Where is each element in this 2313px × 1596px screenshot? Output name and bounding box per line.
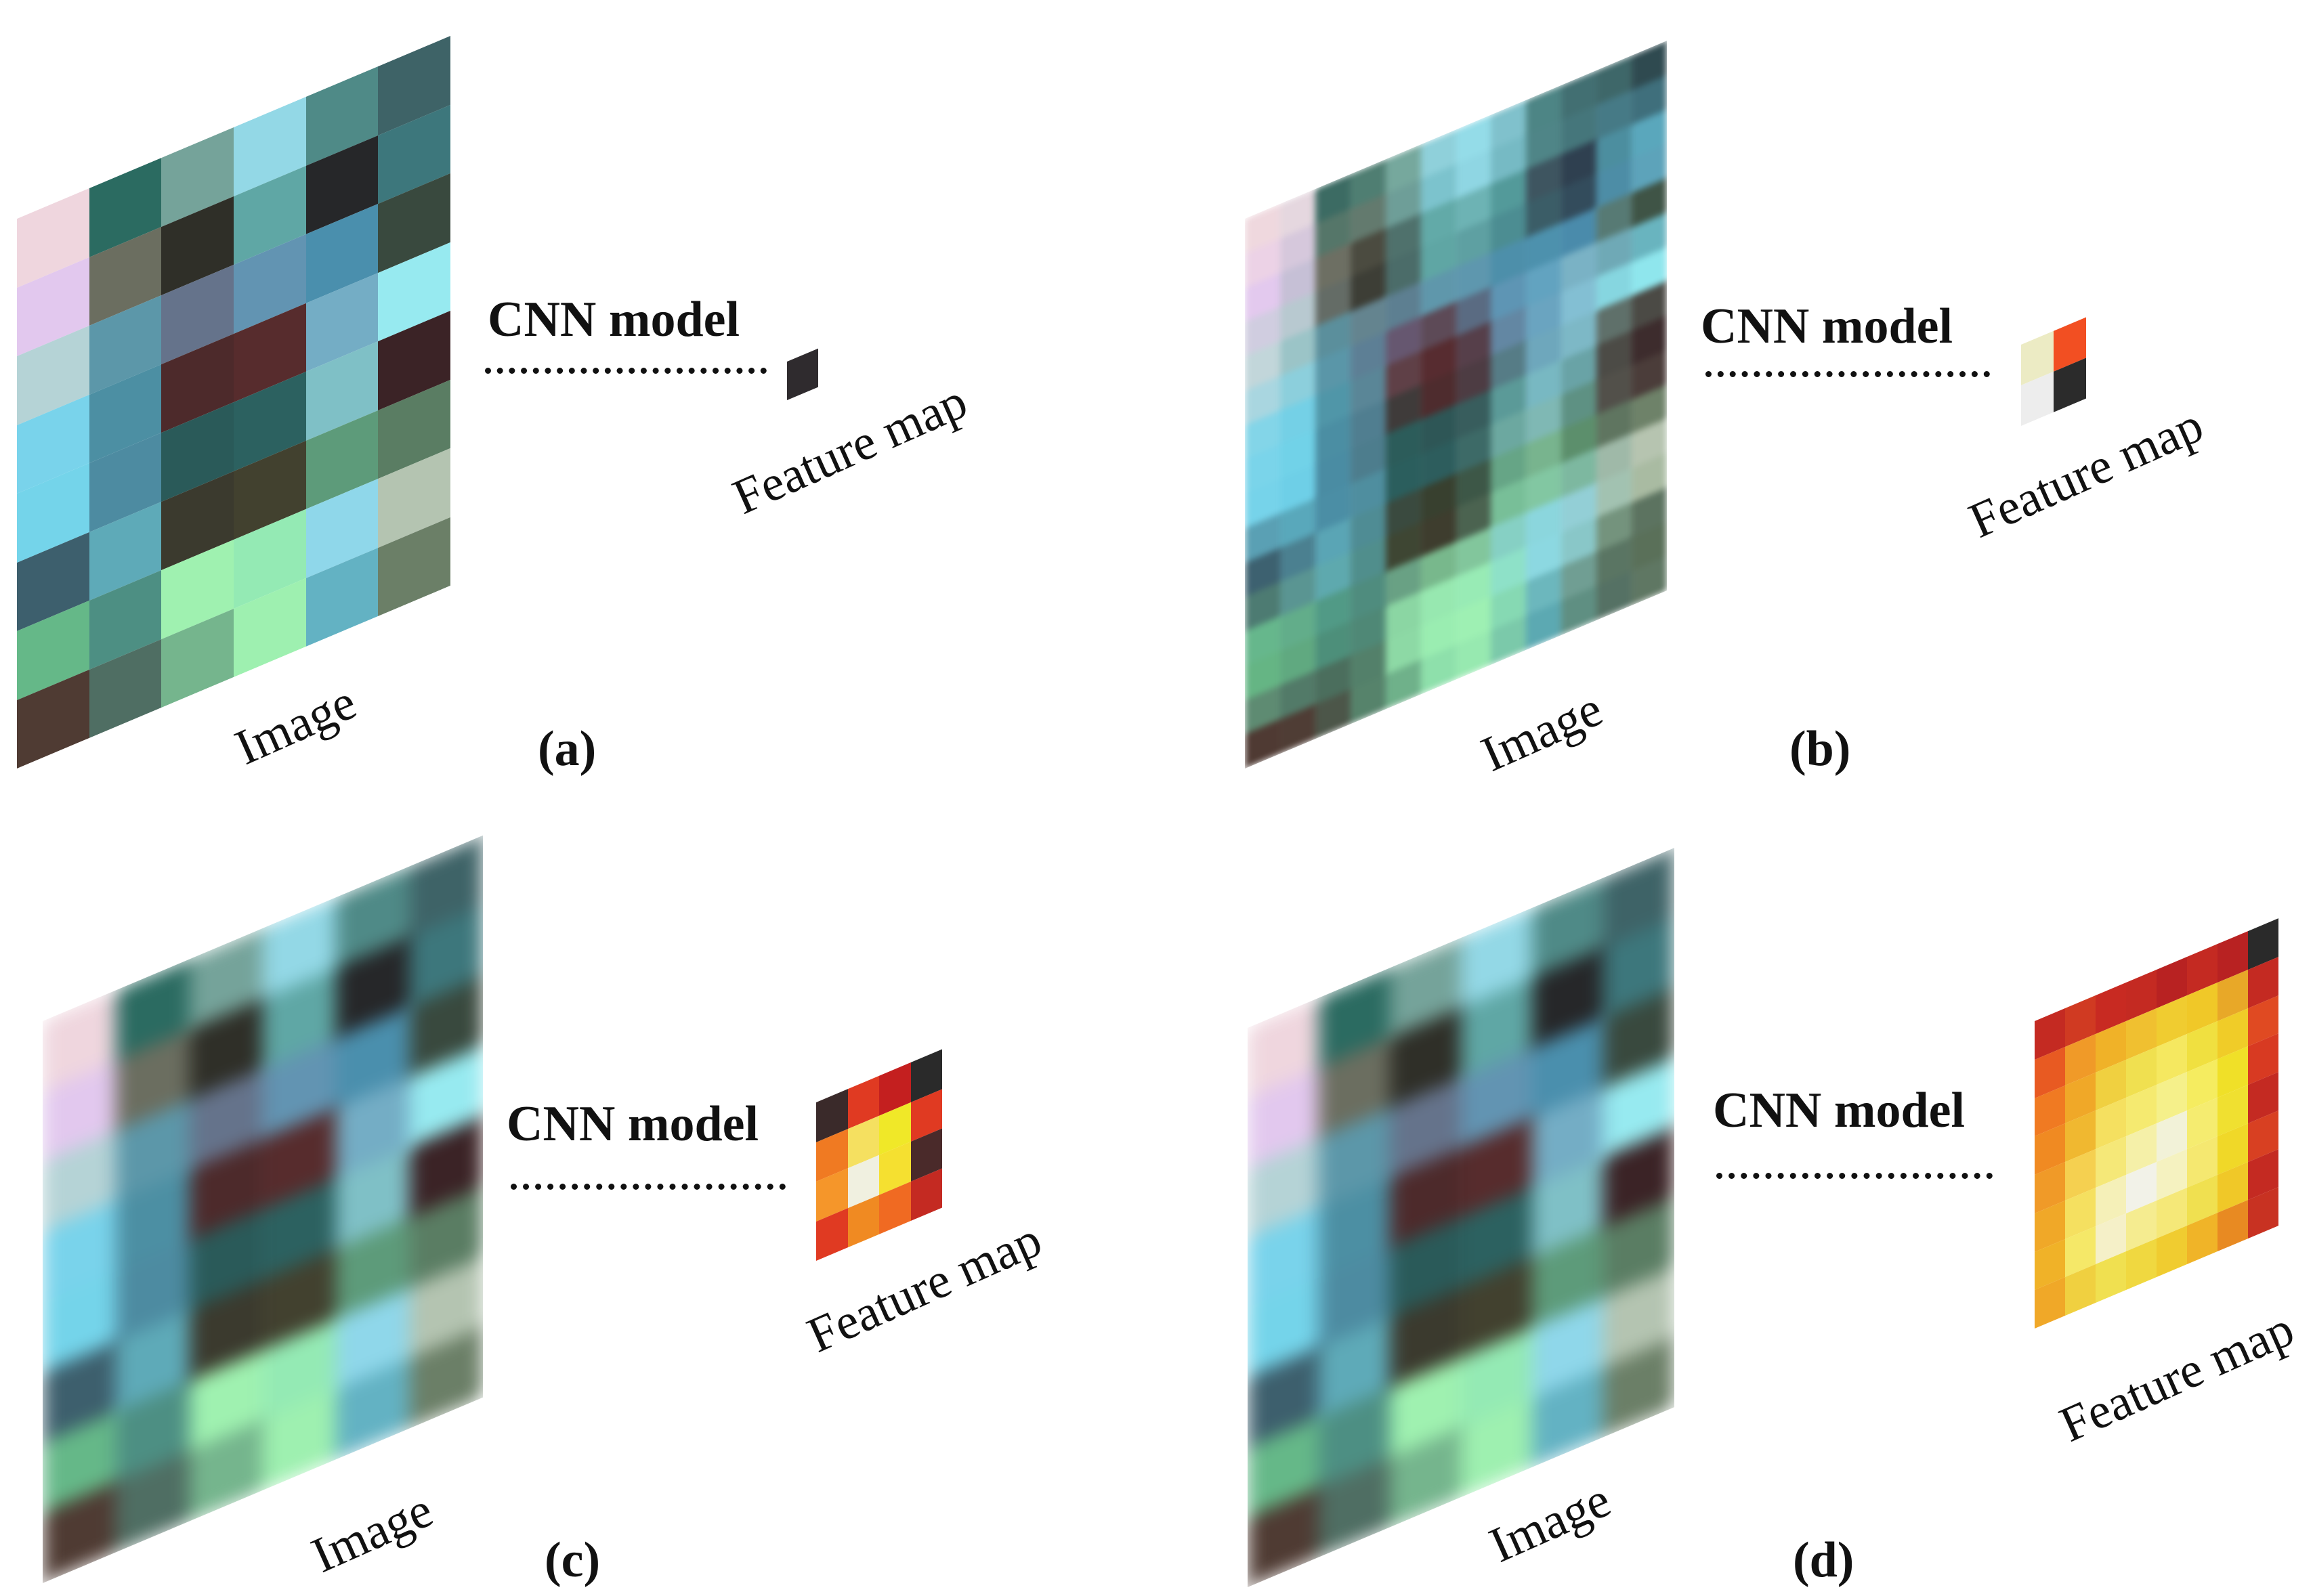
feature-map-grid: [816, 1049, 942, 1261]
panel-letter: (a): [538, 721, 597, 777]
feature-map: [2021, 317, 2086, 426]
panel-c: CNN model Feature map Image (c): [0, 798, 1156, 1595]
image-grid: [17, 35, 450, 769]
panel-d: CNN model Feature map Image (d): [1156, 798, 2312, 1595]
image-label: Image: [227, 674, 364, 776]
panel-letter: (d): [1793, 1532, 1854, 1588]
feature-cell: [787, 348, 818, 400]
image-label: Image: [303, 1482, 441, 1584]
input-image: [1248, 848, 1674, 1587]
connector-line: [1705, 371, 1990, 377]
feature-map-label: Feature map: [1961, 397, 2211, 549]
image-label: Image: [1473, 681, 1611, 783]
panel-b: CNN model Feature map Image (b): [1156, 0, 2312, 798]
image-label: Image: [1481, 1471, 1619, 1574]
connector-line: [1716, 1173, 1993, 1179]
feature-map-label: Feature map: [725, 373, 975, 525]
feature-map: [816, 1049, 942, 1261]
image-grid: [1245, 41, 1667, 769]
cnn-model-label: CNN model: [507, 1096, 759, 1152]
image-grid: [43, 835, 483, 1583]
panel-letter: (b): [1789, 721, 1851, 777]
connector-line: [485, 368, 767, 374]
feature-map: [2035, 918, 2278, 1329]
feature-map-grid: [2021, 317, 2086, 426]
connector-line: [511, 1184, 786, 1190]
feature-map: [787, 348, 818, 400]
input-image: [43, 835, 483, 1583]
input-image: [1245, 41, 1667, 769]
cnn-model-label: CNN model: [1701, 299, 1953, 354]
feature-map-label: Feature map: [2052, 1301, 2302, 1453]
panel-a: CNN model Feature map Image (a): [0, 0, 1156, 798]
cnn-model-label: CNN model: [1713, 1083, 1966, 1138]
cnn-model-label: CNN model: [488, 292, 740, 347]
panel-letter: (c): [545, 1532, 601, 1588]
feature-map-grid: [787, 348, 818, 400]
feature-map-grid: [2035, 918, 2278, 1329]
image-grid: [1248, 848, 1674, 1587]
input-image: [17, 35, 450, 769]
